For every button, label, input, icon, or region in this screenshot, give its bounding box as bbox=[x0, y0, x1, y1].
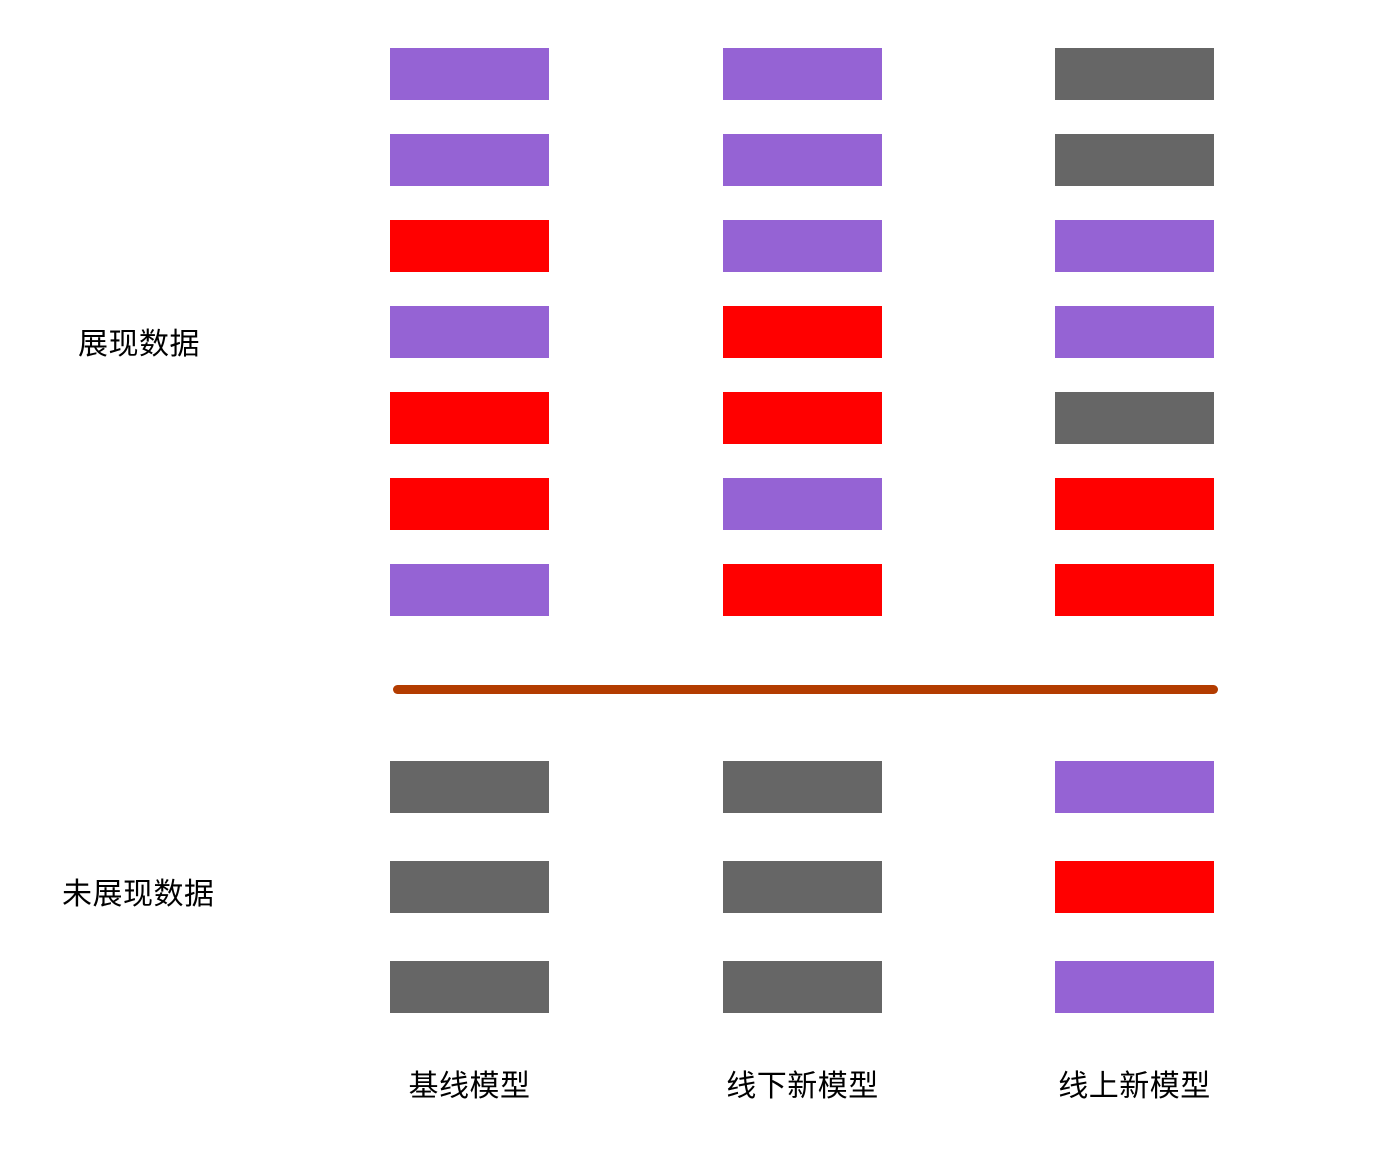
row-label-displayed-data: 展现数据 bbox=[78, 328, 200, 361]
bar-cell bbox=[723, 961, 882, 1013]
bar-cell bbox=[390, 48, 549, 100]
bar-cell bbox=[1055, 478, 1214, 530]
column-label-3: 线上新模型 bbox=[1058, 1070, 1211, 1103]
bar-cell bbox=[723, 306, 882, 358]
bar-cell bbox=[723, 134, 882, 186]
bar-cell bbox=[390, 761, 549, 813]
column-label-2: 线下新模型 bbox=[726, 1070, 879, 1103]
bar-cell bbox=[390, 478, 549, 530]
bar-cell bbox=[390, 961, 549, 1013]
bar-cell bbox=[390, 306, 549, 358]
bar-cell bbox=[1055, 220, 1214, 272]
bar-cell bbox=[1055, 306, 1214, 358]
bar-cell bbox=[723, 761, 882, 813]
bar-cell bbox=[1055, 134, 1214, 186]
bar-cell bbox=[390, 134, 549, 186]
bar-cell bbox=[390, 861, 549, 913]
bar-cell bbox=[1055, 564, 1214, 616]
bar-cell bbox=[723, 392, 882, 444]
section-divider-line bbox=[393, 685, 1218, 694]
row-label-undisplayed-data: 未展现数据 bbox=[62, 878, 215, 911]
bar-cell bbox=[1055, 961, 1214, 1013]
bar-cell bbox=[723, 861, 882, 913]
bar-cell bbox=[723, 478, 882, 530]
bar-cell bbox=[723, 48, 882, 100]
bar-cell bbox=[390, 392, 549, 444]
bar-cell bbox=[390, 564, 549, 616]
bar-cell bbox=[390, 220, 549, 272]
bar-cell bbox=[723, 564, 882, 616]
bar-cell bbox=[1055, 48, 1214, 100]
bar-cell bbox=[1055, 861, 1214, 913]
column-label-1: 基线模型 bbox=[408, 1070, 531, 1103]
bar-cell bbox=[723, 220, 882, 272]
bar-cell bbox=[1055, 761, 1214, 813]
bar-cell bbox=[1055, 392, 1214, 444]
